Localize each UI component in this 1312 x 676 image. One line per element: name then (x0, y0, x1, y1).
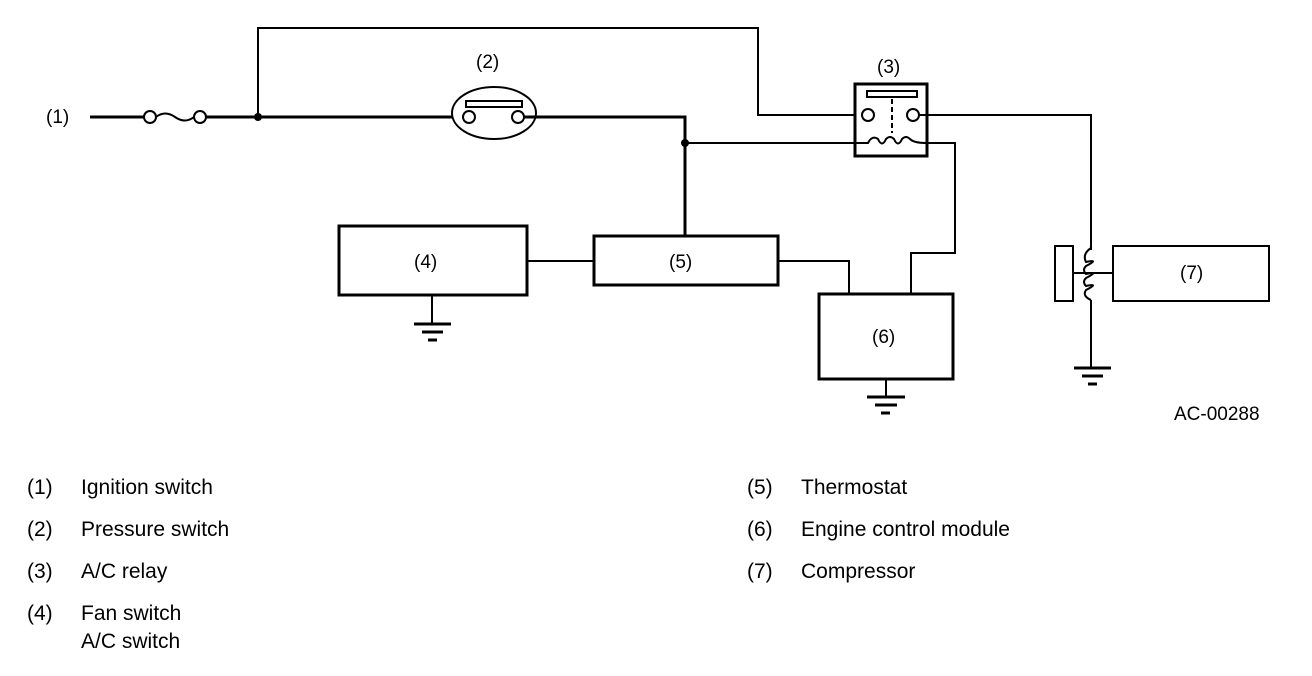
legend-text: Fan switch (81, 602, 182, 625)
callout-ac-relay: (3) (877, 57, 900, 78)
main-wire (206, 27, 856, 121)
legend-number: (2) (27, 518, 53, 541)
legend-text: Thermostat (801, 476, 908, 499)
legend-text: A/C switch (81, 630, 181, 653)
wire-relay-to-ecm (910, 142, 956, 295)
fuse-icon (90, 110, 207, 124)
relay-icon (853, 82, 929, 158)
wire-to-compressor (919, 114, 1092, 250)
callout-pressure-switch: (2) (476, 52, 499, 73)
ecm-box (817, 292, 955, 381)
legend-number: (5) (747, 476, 773, 499)
legend-number: (1) (27, 476, 53, 499)
magnetic-clutch-icon (1054, 245, 1113, 302)
callout-fan-switch: (4) (414, 252, 437, 273)
pressure-switch-icon (451, 86, 537, 140)
legend-number: (4) (27, 602, 53, 625)
fan-switch-box (337, 224, 529, 297)
legend-number: (7) (747, 560, 773, 583)
compressor-box (1112, 245, 1270, 302)
callout-ecm: (6) (872, 327, 895, 348)
legend-text: Engine control module (801, 518, 1010, 541)
legend-text: Compressor (801, 560, 916, 583)
thermostat-box (592, 234, 780, 287)
ground-icon (414, 322, 451, 342)
callout-thermostat: (5) (669, 252, 692, 273)
ac-wiring-diagram: (1) (2) (3) (4) (5) (46, 27, 1270, 425)
legend-number: (3) (27, 560, 53, 583)
legend-text: A/C relay (81, 560, 168, 583)
legend-text: Pressure switch (81, 518, 230, 541)
diagram-code: AC-00288 (1174, 404, 1260, 425)
callout-ignition-switch: (1) (46, 107, 69, 128)
ground-icon (867, 395, 905, 415)
legend-number: (6) (747, 518, 773, 541)
ground-icon (1074, 366, 1111, 386)
wire-to-thermostat (524, 115, 687, 236)
legend-text: Ignition switch (81, 476, 213, 499)
callout-compressor: (7) (1180, 263, 1203, 284)
wire-thermostat-to-ecm (778, 260, 850, 295)
